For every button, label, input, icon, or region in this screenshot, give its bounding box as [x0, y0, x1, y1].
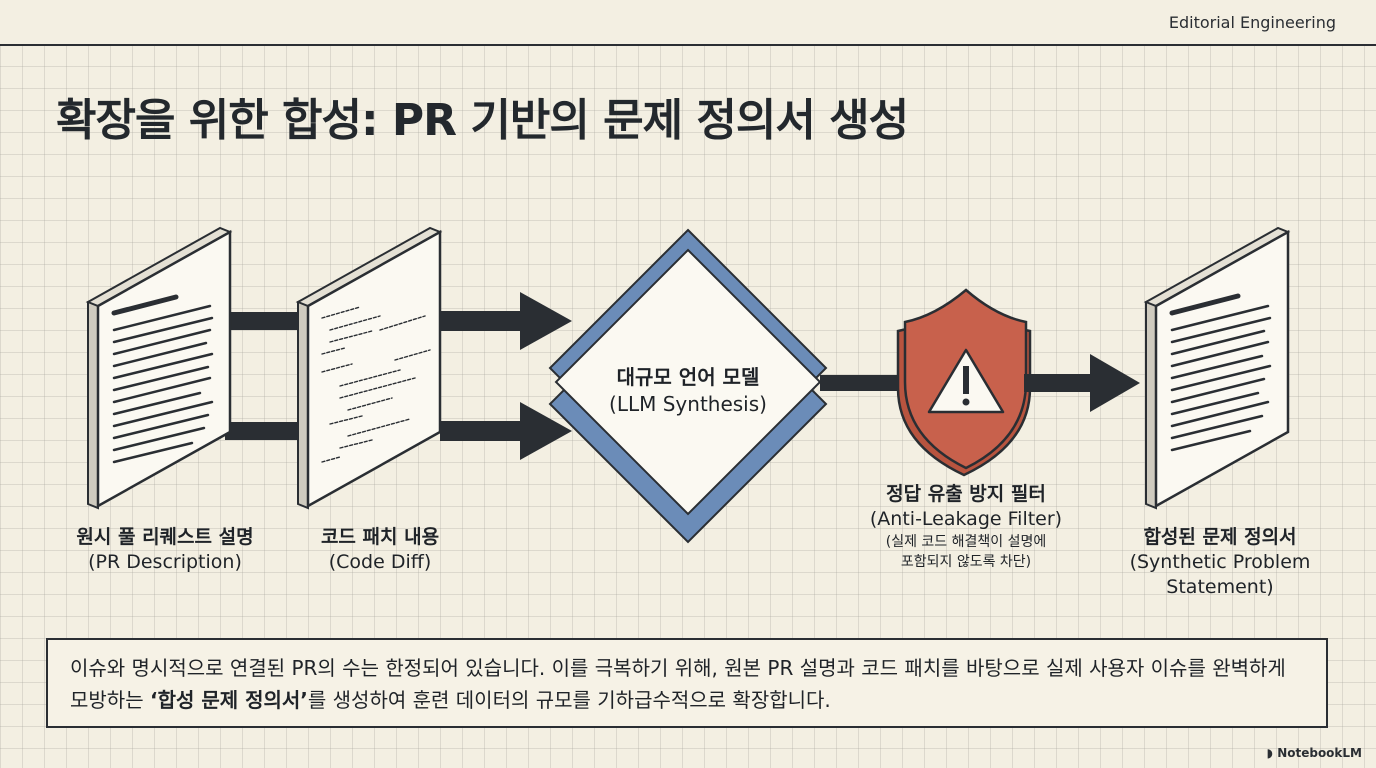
llm-sub: (LLM Synthesis) — [609, 392, 767, 416]
output-sub-line2: Statement) — [1166, 576, 1274, 598]
pr-description-label: 원시 풀 리퀘스트 설명 (PR Description) — [40, 525, 290, 575]
output-label: 합성된 문제 정의서 (Synthetic Problem Statement) — [1100, 525, 1340, 600]
header-bar: Editorial Engineering — [0, 0, 1376, 46]
callout-text-after: 를 생성하여 훈련 데이터의 규모를 기하급수적으로 확장합니다. — [307, 688, 831, 712]
filter-note-line2: 포함되지 않도록 차단) — [900, 554, 1032, 570]
filter-sub: (Anti-Leakage Filter) — [869, 508, 1063, 530]
llm-label: 대규모 언어 모델 (LLM Synthesis) — [568, 364, 808, 418]
pr-description-title: 원시 풀 리퀘스트 설명 — [76, 526, 254, 548]
pr-document-icon — [85, 226, 233, 510]
notebooklm-logo: ◗ NotebookLM — [1267, 746, 1362, 760]
arrow-to-llm-top — [440, 292, 572, 350]
arrow-to-output — [1024, 354, 1140, 412]
connector-bar-bottom — [225, 422, 305, 440]
filter-note-line1: (실제 코드 해결책이 설명에 — [885, 534, 1047, 550]
arrow-to-llm-bottom — [440, 402, 572, 460]
output-document-icon — [1143, 226, 1291, 510]
code-diff-label: 코드 패치 내용 (Code Diff) — [270, 525, 490, 575]
callout-text-bold: ‘합성 문제 정의서’ — [149, 688, 308, 712]
filter-label: 정답 유출 방지 필터 (Anti-Leakage Filter) (실제 코드… — [846, 482, 1086, 572]
llm-diamond — [548, 228, 828, 544]
output-sub-line1: (Synthetic Problem — [1129, 551, 1311, 573]
code-diff-title: 코드 패치 내용 — [320, 526, 440, 548]
summary-callout: 이슈와 명시적으로 연결된 PR의 수는 한정되어 있습니다. 이를 극복하기 … — [46, 638, 1328, 728]
pr-description-sub: (PR Description) — [88, 551, 242, 573]
output-title: 합성된 문제 정의서 — [1143, 526, 1297, 548]
code-document-icon — [295, 226, 443, 510]
logo-icon: ◗ — [1266, 746, 1273, 760]
filter-title: 정답 유출 방지 필터 — [886, 483, 1046, 505]
llm-title: 대규모 언어 모델 — [616, 365, 760, 389]
brand-label: Editorial Engineering — [1168, 13, 1336, 32]
connector-bar-top — [225, 312, 305, 330]
connector-llm-filter — [820, 375, 910, 391]
logo-text: NotebookLM — [1277, 746, 1362, 760]
shield-warning-icon — [896, 288, 1032, 477]
code-diff-sub: (Code Diff) — [328, 551, 432, 573]
callout-text-before: 이슈와 명시적으로 연결된 PR의 수는 한정되어 있습니다. 이를 극복하기 … — [70, 656, 1286, 712]
page-title: 확장을 위한 합성: PR 기반의 문제 정의서 생성 — [56, 95, 909, 146]
